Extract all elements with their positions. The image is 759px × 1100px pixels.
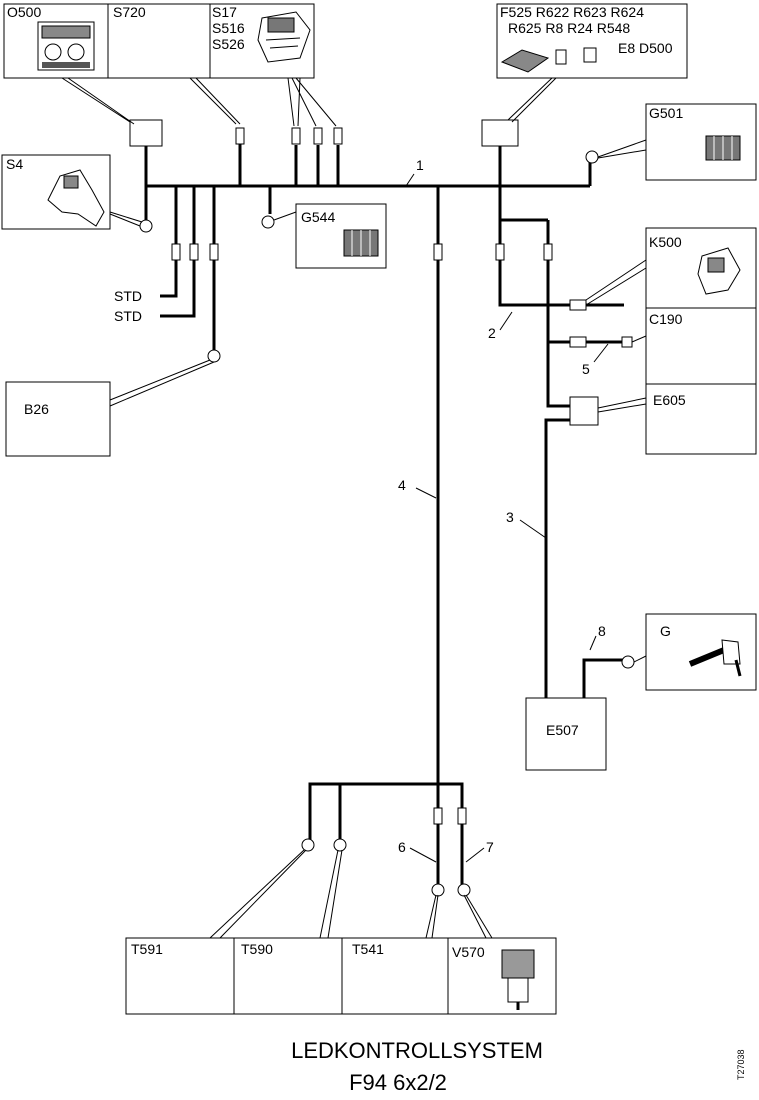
harness-wires: [144, 132, 626, 886]
component-box-v570: V570: [447, 937, 557, 1015]
label-std-1: STD: [114, 288, 142, 304]
switch-icon: [257, 11, 311, 63]
wire-number-3: 3: [506, 509, 514, 525]
label-fuse-line1: F525 R622 R623 R624: [500, 4, 644, 20]
leader-lines: [61, 77, 647, 939]
inline-connectors: [171, 127, 633, 825]
label-s17: S17: [212, 4, 237, 20]
component-box-o500: O500: [3, 3, 109, 79]
valve-icon: [501, 949, 535, 1010]
label-std-2: STD: [114, 308, 142, 324]
component-box-k500: K500: [645, 227, 757, 309]
label-s4: S4: [6, 156, 23, 172]
label-g501: G501: [649, 105, 683, 121]
label-t590: T590: [241, 941, 273, 957]
label-k500: K500: [649, 234, 682, 250]
component-box-g: G: [645, 613, 757, 691]
component-box-t541: T541: [341, 937, 449, 1015]
wire-number-6: 6: [398, 839, 406, 855]
wire-number-5: 5: [582, 361, 590, 377]
component-box-s4: S4: [1, 154, 111, 230]
fuse-relay-icon: [500, 47, 597, 73]
label-fuse-line3: E8 D500: [618, 40, 673, 56]
wire-number-8: 8: [598, 623, 606, 639]
wire-number-7: 7: [486, 839, 494, 855]
label-g544: G544: [301, 209, 335, 225]
sensor-icon: [688, 639, 742, 677]
component-box-e605: E605: [645, 383, 757, 455]
label-e605: E605: [653, 392, 686, 408]
component-box-g501: G501: [645, 103, 757, 181]
diagram-title: LEDKONTROLLSYSTEM: [291, 1038, 543, 1063]
label-v570: V570: [452, 944, 485, 960]
wire-number-4: 4: [398, 477, 406, 493]
component-box-s17: S17 S516 S526: [209, 3, 315, 79]
instrument-cluster-icon: [37, 21, 95, 71]
label-g: G: [660, 623, 671, 639]
component-box-fuses: F525 R622 R623 R624 R625 R8 R24 R548 E8 …: [496, 3, 688, 79]
relay-icon: [697, 247, 741, 295]
wire-labels: STD STD 1 2 3 4 5 6 7 8: [114, 157, 606, 855]
component-box-t590: T590: [233, 937, 343, 1015]
component-box-g544: G544: [295, 203, 387, 269]
label-o500: O500: [7, 4, 41, 20]
label-b26: B26: [24, 401, 49, 417]
label-s516: S516: [212, 20, 245, 36]
diagram-subtitle: F94 6x2/2: [349, 1070, 447, 1095]
label-t591: T591: [131, 941, 163, 957]
component-box-c190: C190: [645, 307, 757, 385]
figure-code: T27038: [736, 1049, 746, 1080]
harness-blocks: [129, 119, 599, 426]
component-box-b26: B26: [5, 381, 111, 457]
component-box-e507: E507: [525, 697, 607, 771]
connector-block-icon-g544: [343, 229, 379, 257]
label-s720: S720: [113, 4, 146, 20]
ignition-switch-icon: [47, 169, 105, 227]
connector-block-icon: [705, 135, 741, 161]
wire-number-1: 1: [416, 157, 424, 173]
label-c190: C190: [649, 311, 683, 327]
label-fuse-line2: R625 R8 R24 R548: [508, 20, 630, 36]
label-e507: E507: [546, 722, 579, 738]
label-t541: T541: [352, 941, 384, 957]
component-box-s720: S720: [107, 3, 211, 79]
label-s526: S526: [212, 36, 245, 52]
wire-number-2: 2: [488, 325, 496, 341]
component-box-t591: T591: [125, 937, 235, 1015]
